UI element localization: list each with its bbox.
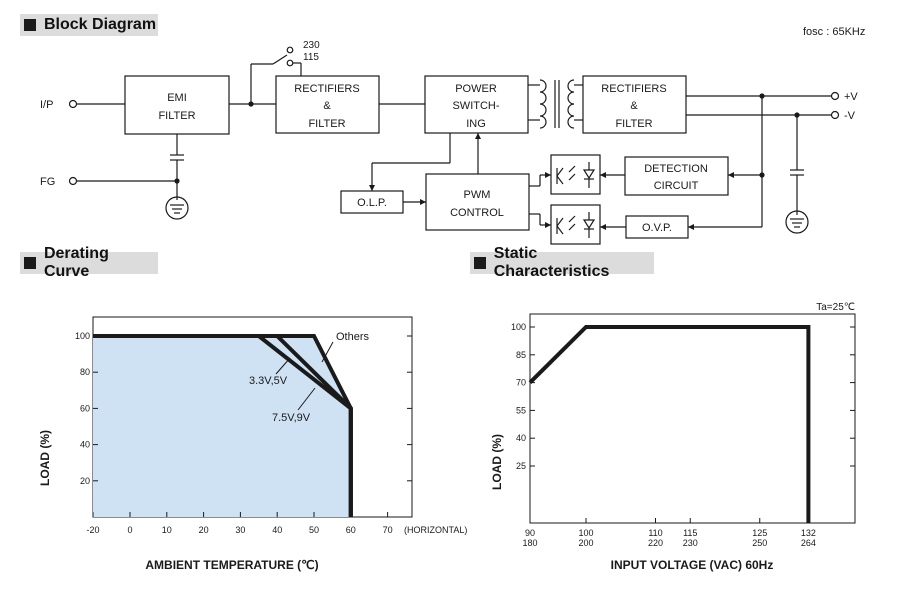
ip-terminal bbox=[68, 99, 78, 109]
x-tick-label: 110 bbox=[648, 528, 662, 538]
x-tick-label: 125 bbox=[752, 528, 767, 538]
x-tick-label: 0 bbox=[127, 525, 132, 535]
y-tick-label: 60 bbox=[80, 403, 90, 413]
voltage-switch bbox=[272, 54, 288, 65]
transformer-icon bbox=[539, 79, 575, 129]
rect1-label: RECTIFIERS bbox=[294, 83, 359, 95]
rect2-label: RECTIFIERS bbox=[601, 83, 666, 95]
y-tick-label: 55 bbox=[516, 405, 526, 415]
x-tick-label: 30 bbox=[235, 525, 245, 535]
x-tick-label: 132 bbox=[801, 528, 816, 538]
x-tick-label: 90 bbox=[525, 528, 535, 538]
section-title: Derating Curve bbox=[43, 245, 109, 280]
ip-label: I/P bbox=[40, 99, 53, 111]
derating-line-7-5v-9v bbox=[93, 334, 353, 517]
y-tick-label: 40 bbox=[80, 440, 90, 450]
detection-label: DETECTION bbox=[644, 163, 708, 175]
section-title: Static Characteristics bbox=[493, 245, 610, 280]
fosc-label: fosc : 65KHz bbox=[803, 26, 865, 38]
load-curve bbox=[528, 325, 811, 523]
y-tick-label: 25 bbox=[516, 461, 526, 471]
emi-label: FILTER bbox=[158, 110, 195, 122]
annotation-leader bbox=[297, 387, 316, 411]
x-axis-label: INPUT VOLTAGE (VAC) 60Hz bbox=[611, 558, 774, 572]
switch-115-label: 115 bbox=[303, 52, 319, 63]
section-square-icon bbox=[24, 257, 36, 269]
negative-output-terminal bbox=[830, 110, 840, 120]
annotation-leader bbox=[275, 357, 291, 375]
x-tick-label: -20 bbox=[86, 525, 99, 535]
positive-output-label: +V bbox=[844, 91, 858, 103]
optocoupler-icon bbox=[556, 212, 596, 238]
y-tick-label: 85 bbox=[516, 350, 526, 360]
optocoupler-icon bbox=[556, 162, 596, 188]
pwm-label: PWM bbox=[464, 189, 491, 201]
y-tick-label: 70 bbox=[516, 378, 526, 388]
x-tick-label: 40 bbox=[272, 525, 282, 535]
x-tick-label: 70 bbox=[383, 525, 393, 535]
x-tick-label: 100 bbox=[578, 528, 593, 538]
section-square-icon bbox=[24, 19, 36, 31]
ground-icon bbox=[165, 196, 189, 220]
x-tick-label: 115 bbox=[683, 528, 697, 538]
y-tick-label: 20 bbox=[80, 476, 90, 486]
ovp-label: O.V.P. bbox=[642, 222, 672, 234]
ground-icon bbox=[785, 210, 809, 234]
detection-label: CIRCUIT bbox=[654, 180, 699, 192]
annotation-others: Others bbox=[336, 331, 370, 343]
x-axis-label: AMBIENT TEMPERATURE (℃) bbox=[145, 558, 318, 572]
condition-note: Ta=25℃ bbox=[816, 302, 855, 313]
y-tick-label: 80 bbox=[80, 367, 90, 377]
section-static-characteristics: Static Characteristics bbox=[470, 245, 654, 280]
fg-terminal bbox=[68, 176, 78, 186]
pwm-label: CONTROL bbox=[450, 207, 504, 219]
rect2-label: & bbox=[630, 100, 638, 112]
switch-230-label: 230 bbox=[303, 40, 320, 51]
x-axis-suffix: (HORIZONTAL) bbox=[404, 525, 467, 535]
rect1-label: FILTER bbox=[308, 118, 345, 130]
detection-circuit-block bbox=[624, 156, 729, 196]
x-tick-label-alt: 230 bbox=[683, 538, 698, 548]
x-tick-label-alt: 180 bbox=[522, 538, 537, 548]
static-chart: Ta=25℃9018010020011022011523012525013226… bbox=[490, 302, 856, 572]
emi-filter-block bbox=[124, 75, 230, 135]
fg-label: FG bbox=[40, 176, 55, 188]
derating-chart: -20 0 10 20 30 40 50 60 70 (HORIZONTAL) 20 40 60 80 10… bbox=[38, 316, 467, 572]
power-label: ING bbox=[466, 118, 486, 130]
safe-operating-area bbox=[93, 336, 351, 517]
y-axis-label: LOAD (%) bbox=[38, 430, 52, 486]
x-tick-label: 60 bbox=[346, 525, 356, 535]
section-block-diagram: Block Diagram bbox=[20, 14, 158, 36]
section-title: Block Diagram bbox=[44, 16, 157, 33]
y-tick-label: 100 bbox=[75, 331, 90, 341]
annotation-7v5-9v: 7.5V,9V bbox=[272, 412, 311, 424]
y-axis-label: LOAD (%) bbox=[490, 434, 504, 490]
olp-label: O.L.P. bbox=[357, 197, 387, 209]
x-tick-label-alt: 264 bbox=[801, 538, 816, 548]
annotation-leader bbox=[321, 341, 334, 363]
section-derating-curve: Derating Curve bbox=[20, 245, 158, 280]
emi-label: EMI bbox=[167, 92, 187, 104]
power-label: POWER bbox=[455, 83, 497, 95]
x-tick-label: 20 bbox=[199, 525, 209, 535]
annotation-3v3-5v: 3.3V,5V bbox=[249, 375, 288, 387]
x-tick-label-alt: 220 bbox=[648, 538, 663, 548]
power-label: SWITCH- bbox=[452, 100, 499, 112]
y-tick-label: 100 bbox=[511, 322, 526, 332]
x-tick-label: 10 bbox=[162, 525, 172, 535]
section-square-icon bbox=[474, 257, 486, 269]
x-tick-label-alt: 200 bbox=[578, 538, 593, 548]
x-tick-label-alt: 250 bbox=[752, 538, 767, 548]
rect1-label: & bbox=[323, 100, 331, 112]
negative-output-label: -V bbox=[844, 110, 856, 122]
plot-frame bbox=[529, 313, 856, 524]
pwm-control-block bbox=[425, 173, 530, 231]
rectifier-filter-block-2 bbox=[582, 75, 687, 134]
y-tick-label: 40 bbox=[516, 433, 526, 443]
rect2-label: FILTER bbox=[615, 118, 652, 130]
positive-output-terminal bbox=[830, 91, 840, 101]
x-tick-label: 50 bbox=[309, 525, 319, 535]
